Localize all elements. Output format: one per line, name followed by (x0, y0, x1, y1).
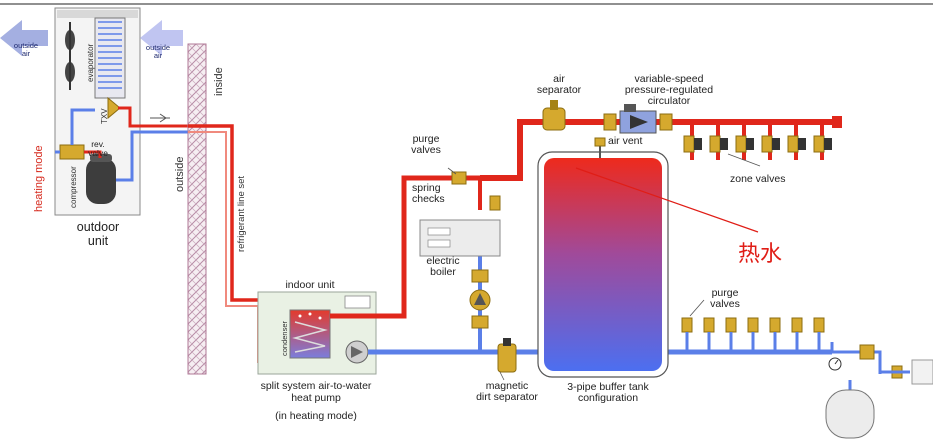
label-txv: TXV (100, 108, 109, 124)
main-circulator-icon (619, 104, 657, 134)
expansion-tank-icon (825, 380, 875, 439)
purge-valves-bottom-row (681, 317, 825, 352)
label-rev-valve: rev.valve (88, 139, 108, 158)
label-indoor-unit: indoor unit (285, 279, 335, 291)
label-inside: inside (213, 67, 225, 96)
electric-boiler (419, 219, 501, 257)
txv-valve (107, 96, 121, 120)
boiler-circulator-icon (469, 289, 491, 311)
fill-valve (859, 344, 875, 360)
magnetic-dirt-separator (497, 343, 517, 373)
label-zone-valves: zone valves (730, 173, 786, 185)
spring-check (489, 195, 501, 211)
label-compressor: compressor (69, 166, 78, 208)
reversing-valve (59, 144, 85, 160)
label-hot-water: 热水 (738, 242, 783, 267)
compressor (86, 158, 116, 204)
pressure-gauge-icon (828, 357, 842, 371)
hot-water-pointer (575, 167, 759, 233)
zone-valves-row (683, 122, 832, 160)
building-wall (187, 43, 207, 375)
circulator-pump-icon (345, 340, 369, 364)
air-separator (542, 107, 566, 131)
supply-header (480, 119, 838, 181)
buffer-tank-water (544, 158, 662, 371)
label-outside: outside (174, 156, 186, 192)
outside-air-out-arrow-icon (0, 20, 48, 56)
outside-air-in-arrow-icon (140, 20, 183, 56)
air-vent (594, 137, 606, 147)
label-split-system: split system air-to-water heat pump (in … (260, 380, 372, 422)
purge-valve (451, 171, 467, 185)
label-condenser: condenser (280, 320, 289, 356)
label-heating-mode: heating mode (33, 145, 45, 212)
fan-icon (65, 22, 75, 90)
evaporator-coil (94, 17, 126, 99)
label-refrigerant-line-set: refrigerant line set (236, 175, 247, 252)
outdoor-unit-top (57, 10, 138, 18)
label-air-vent: air vent (608, 135, 643, 147)
label-evaporator: evaporator (86, 43, 95, 82)
hot-supply-pipe (330, 175, 480, 319)
